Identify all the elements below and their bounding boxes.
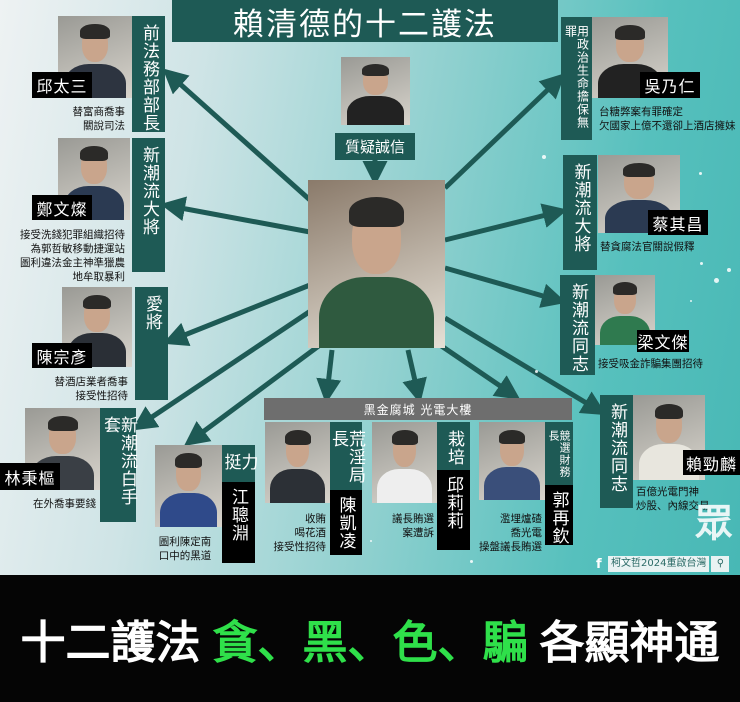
person-name: 陳凱凌 bbox=[330, 490, 362, 555]
arrow bbox=[316, 349, 342, 404]
person-description: 議長賄選 案遭訴 bbox=[392, 513, 434, 539]
person-description: 替貪腐法官關說假釋 bbox=[600, 241, 695, 253]
banner-middle: 貪、黑、色、騙 bbox=[212, 616, 528, 669]
role-label: 荒淫局長 bbox=[328, 422, 365, 490]
role-label: 愛將 bbox=[135, 287, 168, 400]
person-photo bbox=[372, 422, 437, 503]
person-name: 邱太三 bbox=[32, 72, 92, 98]
person-photo bbox=[155, 445, 222, 527]
person-name: 吳乃仁 bbox=[640, 72, 700, 98]
infographic: 賴清德的十二護法 質疑誠信 黑金腐城 光電大樓 前法務部部長 邱太三替富商喬事 關… bbox=[0, 0, 740, 575]
arrows-layer bbox=[131, 68, 607, 446]
tsai-label: 質疑誠信 bbox=[335, 133, 415, 160]
person-name: 江聰淵 bbox=[222, 482, 255, 563]
role-label: 力挺 bbox=[221, 445, 258, 482]
facebook-icon: f bbox=[596, 556, 602, 572]
arrow bbox=[162, 282, 311, 347]
role-label: 新潮流大將 bbox=[563, 155, 597, 270]
arrow bbox=[160, 196, 311, 235]
person-name: 林秉樞 bbox=[0, 463, 60, 490]
arrow bbox=[162, 68, 312, 202]
person-name: 鄭文燦 bbox=[32, 195, 92, 220]
person-description: 接受吸金詐騙集團招待 bbox=[598, 358, 703, 370]
person-name: 蔡其昌 bbox=[648, 210, 708, 235]
role-label: 栽培 bbox=[437, 422, 470, 470]
arrow bbox=[438, 342, 521, 400]
party-logo: 眾 bbox=[694, 501, 733, 545]
person-name: 梁文傑 bbox=[637, 330, 689, 352]
sparkle-dot bbox=[690, 300, 692, 302]
arrow bbox=[444, 265, 567, 308]
person-description: 在外喬事要錢 bbox=[33, 498, 96, 510]
person-name: 陳宗彥 bbox=[32, 343, 92, 368]
arrow bbox=[402, 349, 427, 404]
facebook-page-name: 柯文哲2024重啟台灣 bbox=[608, 556, 710, 572]
person-description: 圖利陳定南 口中的黑道 bbox=[158, 536, 212, 562]
arrow bbox=[443, 315, 607, 416]
facebook-tag: f 柯文哲2024重啟台灣 ⚲ bbox=[596, 555, 736, 573]
person-photo bbox=[265, 422, 330, 503]
person-name: 郭再欽 bbox=[545, 485, 573, 545]
person-description: 替酒店業者喬事 接受性招待 bbox=[54, 376, 129, 402]
sparkle-dot bbox=[620, 560, 624, 564]
banner-left: 十二護法 bbox=[20, 616, 201, 669]
person-photo bbox=[479, 422, 545, 500]
role-label: 用政治生命擔保無罪 bbox=[561, 17, 592, 140]
person-photo bbox=[25, 408, 100, 490]
sparkle-dot bbox=[727, 268, 731, 272]
arrow bbox=[444, 203, 568, 243]
role-label: 前法務部部長 bbox=[132, 16, 165, 132]
person-name: 邱莉莉 bbox=[437, 470, 470, 550]
role-label: 新潮流大將 bbox=[132, 138, 165, 272]
tsai-photo bbox=[341, 57, 410, 125]
role-label: 新潮流同志 bbox=[600, 395, 633, 508]
arrow bbox=[183, 342, 322, 446]
person-description: 收賄 喝花酒 接受性招待 bbox=[273, 513, 327, 553]
person-description: 台糖弊案有罪確定 欠國家上億不還卻上酒店擁妹 bbox=[599, 106, 736, 132]
sparkle-dot bbox=[470, 560, 473, 563]
bottom-banner: 十二護法 貪、黑、色、騙 各顯神通 bbox=[0, 575, 740, 702]
page-title: 賴清德的十二護法 bbox=[172, 0, 558, 43]
banner-right: 各顯神通 bbox=[539, 616, 720, 669]
role-label: 新潮流同志 bbox=[560, 275, 595, 375]
lai-ching-te-photo bbox=[308, 180, 445, 348]
person-description: 濫埋爐碴 喬光電 操盤議長賄選 bbox=[479, 513, 542, 553]
sparkle-dot bbox=[714, 278, 719, 283]
person-name: 賴勁麟 bbox=[683, 450, 740, 475]
role-label: 競選財務長 bbox=[545, 422, 573, 485]
person-description: 接受洗錢犯罪組織招待 為郭哲敏移動捷運站 圖利違法金主神準獵農 地牟取暴利 bbox=[20, 229, 125, 283]
sparkle-dot bbox=[699, 172, 702, 175]
sparkle-dot bbox=[535, 370, 538, 373]
role-label: 新潮流白手套 bbox=[100, 408, 137, 522]
arrow bbox=[131, 307, 314, 431]
arrow bbox=[443, 73, 566, 190]
group-bar: 黑金腐城 光電大樓 bbox=[264, 398, 572, 420]
sparkle-dot bbox=[542, 155, 546, 159]
sparkle-dot bbox=[700, 262, 703, 265]
search-icon: ⚲ bbox=[711, 556, 730, 572]
sparkle-dot bbox=[370, 540, 372, 542]
person-description: 替富商喬事 關說司法 bbox=[72, 106, 126, 132]
person-description: 百億光電門神 炒股、內線交易 bbox=[636, 486, 710, 512]
